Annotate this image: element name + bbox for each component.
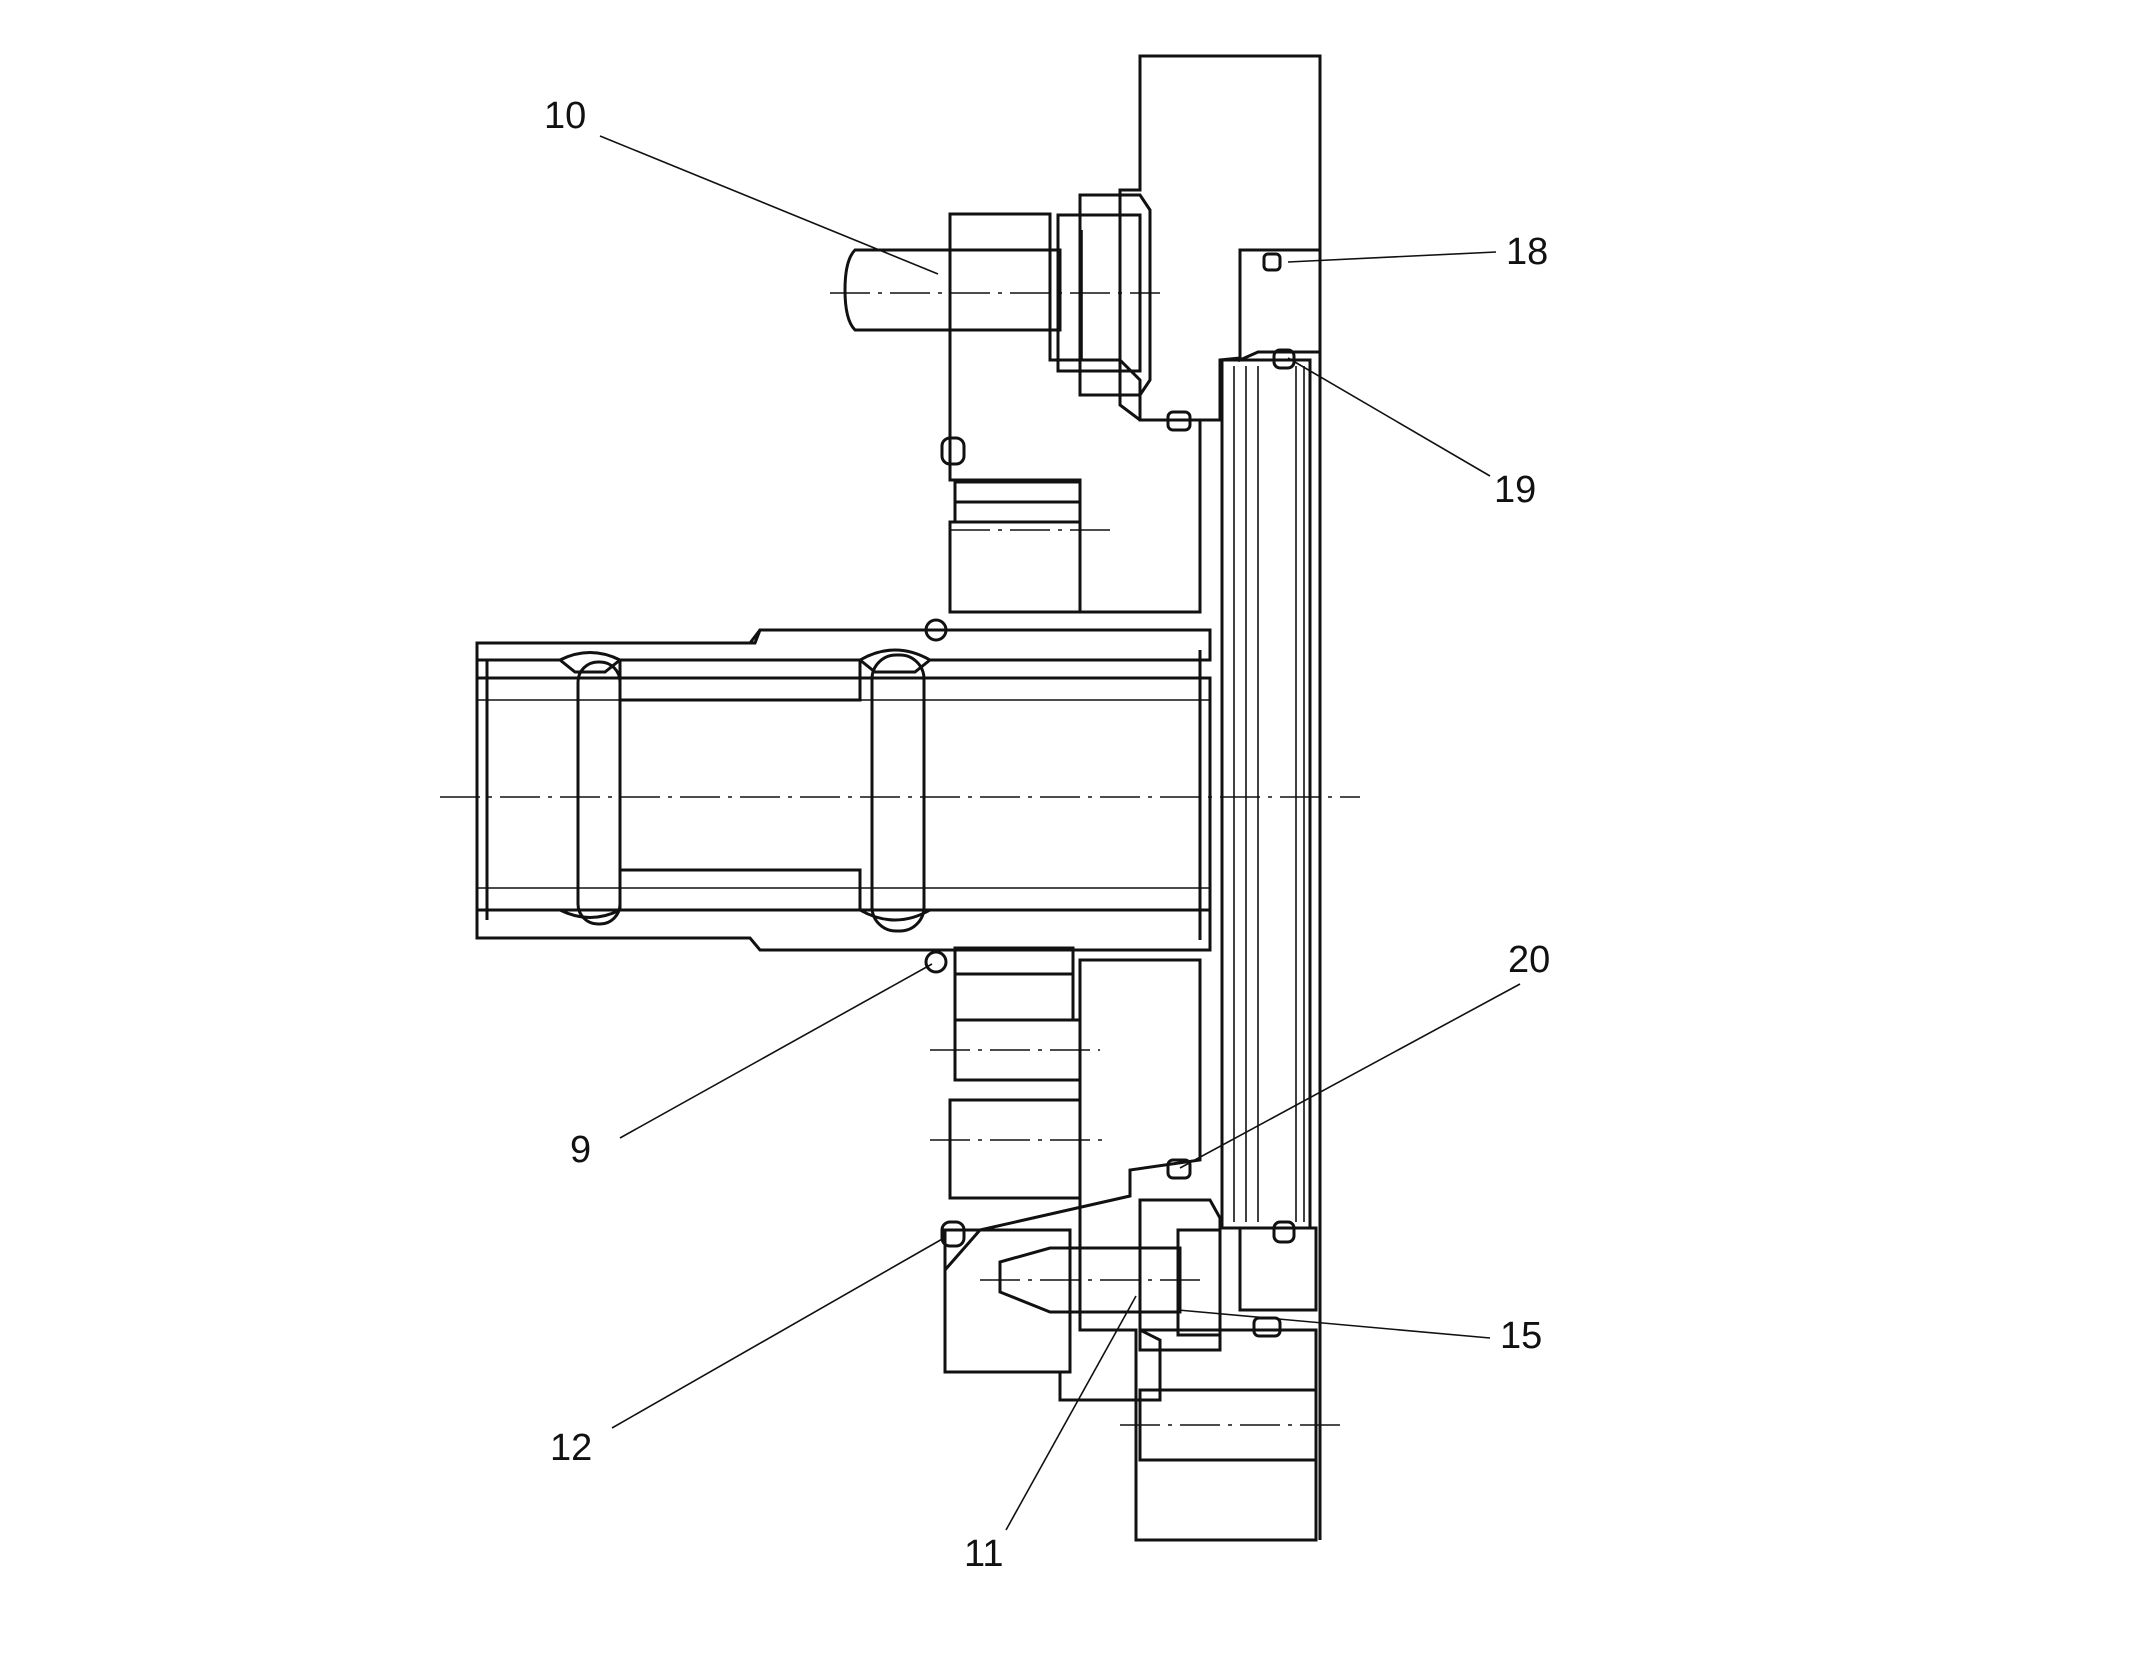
callout-11: 11 xyxy=(964,1533,1003,1575)
leader-lines xyxy=(599,135,1521,1531)
main-housing xyxy=(943,212,1202,1402)
callout-18: 18 xyxy=(1506,231,1548,273)
lower-screw xyxy=(980,1198,1222,1352)
leader-10 xyxy=(599,135,939,275)
callout-12: 12 xyxy=(550,1427,592,1469)
callout-20: 20 xyxy=(1508,939,1550,981)
sight-glass-window xyxy=(1220,358,1312,1230)
upper-bearing xyxy=(948,480,1110,614)
leader-15 xyxy=(1177,1309,1491,1339)
callout-15: 15 xyxy=(1500,1315,1542,1357)
leader-12 xyxy=(611,1237,945,1429)
leader-20 xyxy=(1179,983,1521,1169)
leader-9 xyxy=(619,963,933,1139)
upper-pin xyxy=(830,193,1160,397)
bottom-bore xyxy=(1120,1388,1340,1462)
callout-10: 10 xyxy=(544,95,586,137)
leader-19 xyxy=(1287,357,1491,477)
callout-labels: 10 18 19 20 9 15 12 11 xyxy=(544,95,1550,1575)
callout-19: 19 xyxy=(1494,469,1536,511)
hollow-shaft xyxy=(475,628,1212,952)
leader-18 xyxy=(1287,251,1497,263)
callout-9: 9 xyxy=(570,1129,591,1171)
leader-11 xyxy=(1005,1295,1137,1531)
lower-bearing xyxy=(930,946,1110,1200)
o-ring-seals xyxy=(924,252,1296,1338)
